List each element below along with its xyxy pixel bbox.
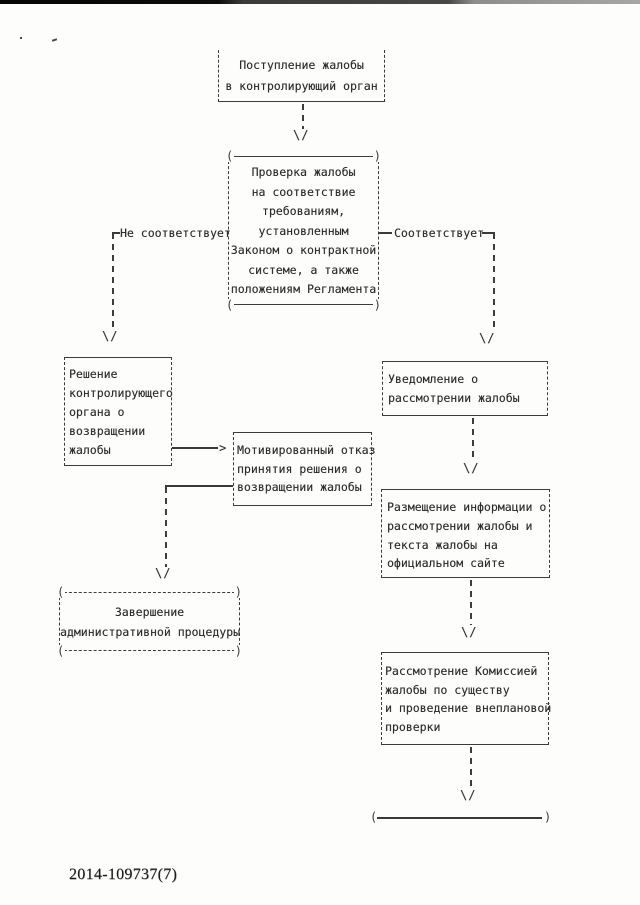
arrow-down-icon: \/	[463, 461, 480, 475]
box-line: установленным	[258, 223, 349, 238]
box-line: в контролирующий орган	[225, 79, 378, 93]
arrow-down-icon: \/	[293, 128, 310, 142]
box-line: возвращении	[69, 424, 146, 438]
box-line: рассмотрении жалобы и	[387, 518, 533, 533]
box-line: текста жалобы на	[387, 537, 498, 552]
connector-line	[302, 104, 304, 129]
flow-box-site-publication: Размещение информации о рассмотрении жал…	[381, 489, 550, 578]
box-line: органа о	[69, 405, 125, 419]
box-line: Решение	[69, 367, 118, 381]
connector-line	[482, 232, 495, 234]
paren-cap-icon: )	[233, 585, 243, 599]
arrow-down-icon: \/	[461, 625, 478, 639]
arrow-down-icon: \/	[479, 331, 496, 345]
connector-line	[470, 580, 472, 625]
document-number: 2014-109737(7)	[69, 866, 178, 883]
connector-line	[472, 418, 474, 461]
scan-artifact-bar	[0, 0, 640, 4]
connector-line	[112, 232, 120, 234]
box-line: принятия решения о	[237, 461, 362, 476]
arrow-down-icon: \/	[155, 566, 172, 580]
box-line: и проведение внеплановой	[385, 701, 552, 715]
box-line: на соответствие	[251, 184, 356, 199]
box-line: контролирующего	[69, 386, 173, 400]
paren-cap-icon: (	[56, 644, 66, 658]
paren-cap-icon: (	[56, 585, 66, 599]
box-line: Уведомление о	[388, 372, 479, 386]
connector-line	[172, 447, 218, 449]
flow-box-complaint-receipt: Поступление жалобы в контролирующий орга…	[218, 50, 385, 102]
paren-cap-icon: (	[225, 298, 235, 312]
branch-label-not-conforming: Не соответствует	[120, 226, 231, 240]
box-line: жалобы	[69, 443, 111, 457]
box-line: требованиям,	[261, 204, 346, 218]
paren-cap-icon: (	[225, 149, 235, 163]
box-line: системе, а также	[248, 262, 359, 277]
arrow-down-icon: \/	[460, 788, 477, 802]
box-line: административной процедуры	[60, 624, 241, 639]
box-line: Мотивированный отказ	[237, 443, 376, 457]
paren-cap-icon: )	[233, 644, 243, 658]
box-line: рассмотрении жалобы	[388, 391, 520, 405]
paren-cap-icon: (	[370, 810, 378, 824]
box-line: официальном сайте	[387, 556, 505, 571]
connector-line	[165, 487, 167, 567]
arrow-right-icon: >	[219, 441, 227, 455]
connector-line	[112, 233, 114, 330]
branch-label-conforming: Соответствует	[394, 226, 485, 240]
connector-line	[165, 485, 233, 487]
paren-cap-icon: )	[372, 298, 382, 312]
box-line: возвращении жалобы	[237, 480, 362, 494]
connector-line	[493, 233, 495, 332]
box-line: положениям Регламента	[230, 282, 377, 296]
box-line: Поступление жалобы	[239, 58, 364, 72]
box-line: Проверка жалобы	[251, 165, 356, 179]
flow-box-motivated-refusal: Мотивированный отказ принятия решения о …	[233, 432, 376, 506]
next-element-top-line	[377, 817, 542, 819]
flow-box-review-notification: Уведомление о рассмотрении жалобы	[382, 361, 548, 416]
flow-box-commission-review: Рассмотрение Комиссией жалобы по существ…	[381, 652, 552, 745]
scan-speck	[20, 37, 22, 39]
connector-line	[378, 232, 392, 234]
paren-cap-icon: )	[544, 810, 552, 824]
box-line: Завершение	[114, 605, 185, 619]
box-line: жалобы по существу	[385, 682, 510, 697]
box-line: Рассмотрение Комиссией	[385, 664, 538, 678]
connector-line	[470, 747, 472, 787]
box-line: проверки	[385, 719, 441, 734]
flow-box-procedure-completion: ( ) ( ) Завершение административной проц…	[56, 586, 243, 657]
flow-box-compliance-check: ( ) ( ) Проверка жалобы на соответствие …	[225, 150, 382, 311]
scan-speck	[51, 38, 58, 42]
paren-cap-icon: )	[372, 149, 382, 163]
box-line: Размещение информации о	[387, 500, 547, 514]
box-line: Законом о контрактной	[230, 243, 377, 257]
arrow-down-icon: \/	[102, 329, 119, 343]
flow-box-return-decision: Решение контролирующего органа о возвращ…	[64, 357, 173, 466]
